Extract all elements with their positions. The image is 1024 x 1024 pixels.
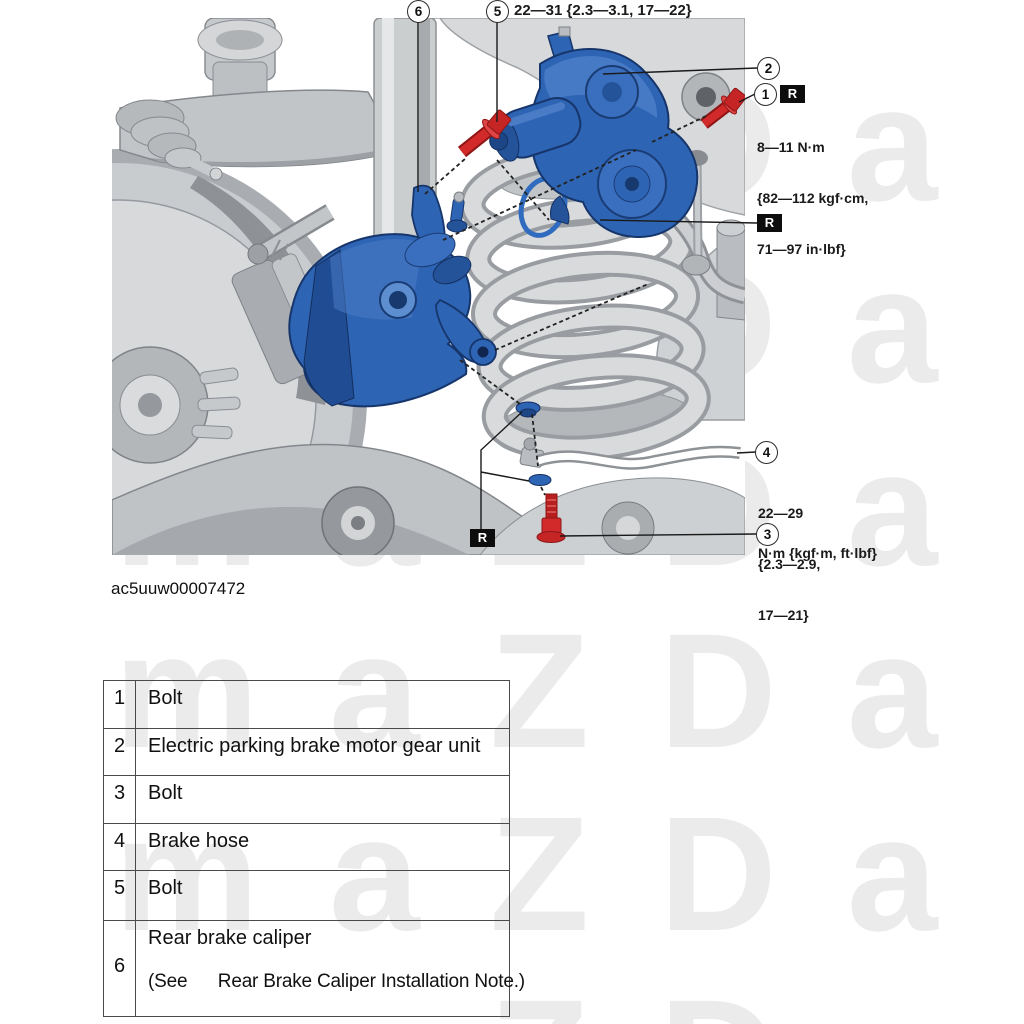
table-row: 5 Bolt bbox=[104, 871, 509, 921]
torque-spec-right: 8—11 N·m {82—112 kgf·cm, 71—97 in·lbf} bbox=[757, 105, 868, 292]
part-number: 1 bbox=[104, 681, 136, 728]
callout-4: 4 bbox=[755, 441, 778, 464]
part-description: Electric parking brake motor gear unit bbox=[148, 735, 481, 757]
callout-2: 2 bbox=[757, 57, 780, 80]
part-description: Bolt bbox=[148, 687, 183, 709]
part-description-note: (See Rear Brake Caliper Installation Not… bbox=[148, 971, 525, 992]
part-description: Bolt bbox=[148, 877, 183, 899]
watermark-row: maZDa bbox=[114, 782, 1008, 965]
watermark-row: maZDa bbox=[114, 599, 1008, 782]
dashed-guide-lines bbox=[424, 115, 707, 496]
torque-line: 71—97 in·lbf} bbox=[757, 241, 846, 257]
parts-legend-table: 1 Bolt 2 Electric parking brake motor ge… bbox=[103, 680, 525, 1017]
stabilizer-nut-washers bbox=[515, 401, 552, 486]
torque-line: {2.3—2.9, bbox=[758, 556, 821, 572]
bolt-5 bbox=[457, 109, 512, 158]
part-number: 5 bbox=[104, 871, 136, 920]
part-description-line: Rear brake caliper bbox=[148, 927, 312, 949]
torque-line: {82—112 kgf·cm, bbox=[757, 190, 869, 206]
r-reference-box: R bbox=[757, 214, 782, 232]
torque-line: 22—29 bbox=[758, 505, 804, 521]
part-number: 3 bbox=[104, 776, 136, 823]
r-reference-box: R bbox=[470, 529, 495, 547]
figure-id: ac5uuw00007472 bbox=[111, 579, 246, 598]
callout-5: 5 bbox=[486, 0, 509, 23]
table-row: 1 Bolt bbox=[104, 681, 509, 729]
part-description: Brake hose bbox=[148, 830, 250, 852]
part-number: 6 bbox=[104, 921, 136, 1016]
watermark-row: maZDa bbox=[114, 975, 1008, 1024]
bolt-1 bbox=[700, 87, 745, 129]
table-row: 4 Brake hose bbox=[104, 824, 509, 871]
part-description: Bolt bbox=[148, 782, 183, 804]
table-row: 3 Bolt bbox=[104, 776, 509, 824]
rear-brake-caliper bbox=[288, 184, 497, 408]
torque-spec-top: 22—31 {2.3—3.1, 17—22} bbox=[514, 2, 692, 19]
part-number: 2 bbox=[104, 729, 136, 775]
caliper-guide-pin bbox=[247, 204, 335, 265]
torque-line: 8—11 N·m bbox=[757, 139, 825, 155]
callout-3: 3 bbox=[756, 523, 779, 546]
part-number: 4 bbox=[104, 824, 136, 870]
epb-motor-gear-unit bbox=[489, 26, 699, 239]
torque-units-note: N·m {kgf·m, ft·lbf} bbox=[758, 545, 877, 561]
upper-control-arm bbox=[115, 18, 402, 181]
torque-spec-bottom: 22—29 {2.3—2.9, 17—21} bbox=[758, 471, 820, 658]
brake-hose bbox=[519, 437, 741, 470]
callout-leader-lines bbox=[417, 22, 758, 537]
callout-1: 1 bbox=[754, 83, 777, 106]
table-row: 2 Electric parking brake motor gear unit bbox=[104, 729, 509, 776]
callout-6: 6 bbox=[407, 0, 430, 23]
r-reference-box: R bbox=[780, 85, 805, 103]
bolt-3 bbox=[536, 493, 566, 543]
part-description: Rear brake caliper (See Rear Brake Calip… bbox=[136, 921, 529, 1016]
torque-line: 17—21} bbox=[758, 607, 809, 623]
table-row: 6 Rear brake caliper (See Rear Brake Cal… bbox=[104, 921, 525, 1016]
